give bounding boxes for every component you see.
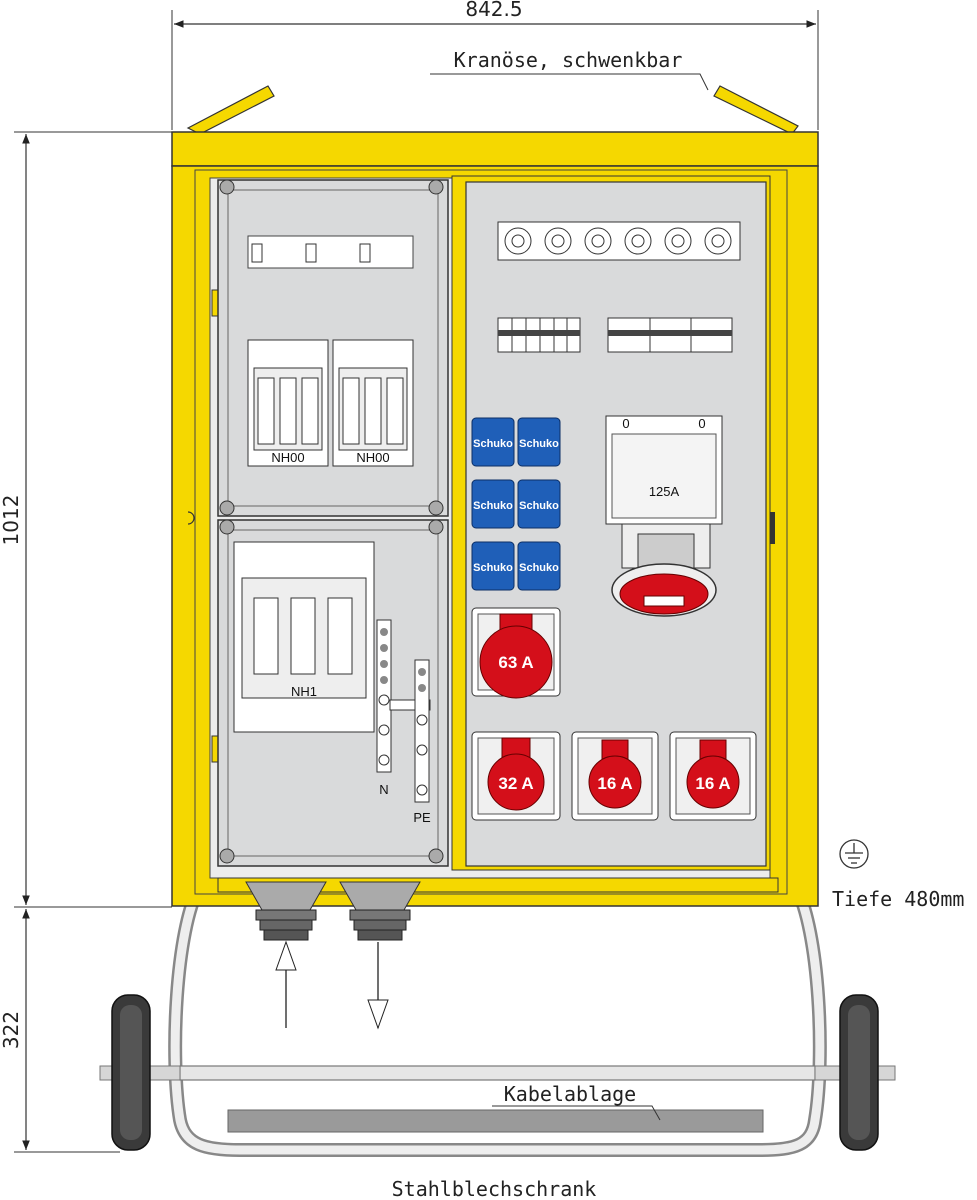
crane-eye-right	[713, 85, 799, 135]
width-value: 842.5	[465, 0, 522, 21]
nh1-label: NH1	[291, 684, 317, 699]
fuse-nh1: NH1	[233, 541, 375, 733]
schuko-label-6: Schuko	[519, 562, 559, 574]
schuko-label-5: Schuko	[473, 562, 513, 574]
schuko-sockets: Schuko Schuko Schuko Schuko Schuko Schuk…	[471, 417, 561, 591]
cee-socket-16a-1: 16 A	[571, 731, 659, 821]
cee-125a-label: 125A	[649, 484, 680, 499]
cable-tray-label: Kabelablage	[504, 1082, 636, 1106]
left-panel-upper: NH00 NH00	[217, 179, 449, 517]
schuko-label-2: Schuko	[519, 438, 559, 450]
crane-eye-label: Kranöse, schwenkbar	[454, 48, 683, 72]
breaker-row-left	[497, 317, 581, 353]
cable-gland-out	[339, 881, 421, 1030]
cabinet-type-label: Stahlblechschrank	[392, 1177, 597, 1200]
cee-16a-1-label: 16 A	[597, 774, 632, 793]
trolley-frame	[99, 881, 896, 1157]
wheel-left	[111, 994, 151, 1151]
cee-socket-63a: 63 A	[471, 607, 561, 699]
switch-right-label: 0	[698, 416, 705, 431]
fuse-nh00-right: NH00	[332, 339, 414, 467]
dimension-height-frame: 322	[0, 909, 120, 1153]
cee-socket-32a: 32 A	[471, 731, 561, 821]
depth-label: Tiefe 480mm	[832, 887, 964, 911]
pe-terminal: PE	[389, 659, 431, 825]
pe-label: PE	[413, 810, 431, 825]
neutral-label: N	[379, 782, 388, 797]
schuko-label-3: Schuko	[473, 500, 513, 512]
neutral-terminal: N	[376, 619, 392, 797]
switch-left-label: 0	[622, 416, 629, 431]
cable-tray: Kabelablage	[227, 1082, 764, 1133]
left-panel-lower: NH1 N PE	[217, 519, 449, 867]
height-frame-value: 322	[0, 1011, 23, 1049]
cee-16a-2-label: 16 A	[695, 774, 730, 793]
schuko-label-4: Schuko	[519, 500, 559, 512]
schuko-label-1: Schuko	[473, 438, 513, 450]
nh00-left-label: NH00	[271, 450, 304, 465]
wheel-right	[839, 994, 879, 1151]
crane-eye-left	[186, 85, 275, 135]
cee-32a-label: 32 A	[498, 774, 533, 793]
cee-63a-label: 63 A	[498, 653, 533, 672]
nh00-right-label: NH00	[356, 450, 389, 465]
dimension-height-cabinet: 1012	[0, 131, 172, 908]
crane-eye-callout: Kranöse, schwenkbar	[430, 48, 709, 91]
cee-socket-16a-2: 16 A	[669, 731, 757, 821]
earth-icon	[839, 839, 869, 869]
fuse-nh00-left: NH00	[247, 339, 329, 467]
breaker-row-right	[607, 317, 733, 353]
cee-socket-125a: 0 0 125A	[605, 415, 723, 617]
right-panel: Schuko Schuko Schuko Schuko Schuko Schuk…	[451, 175, 771, 871]
dimension-width: 842.5	[171, 0, 819, 130]
cable-gland-in	[245, 881, 327, 1028]
height-cabinet-value: 1012	[0, 495, 23, 546]
rcd-row	[497, 221, 741, 261]
